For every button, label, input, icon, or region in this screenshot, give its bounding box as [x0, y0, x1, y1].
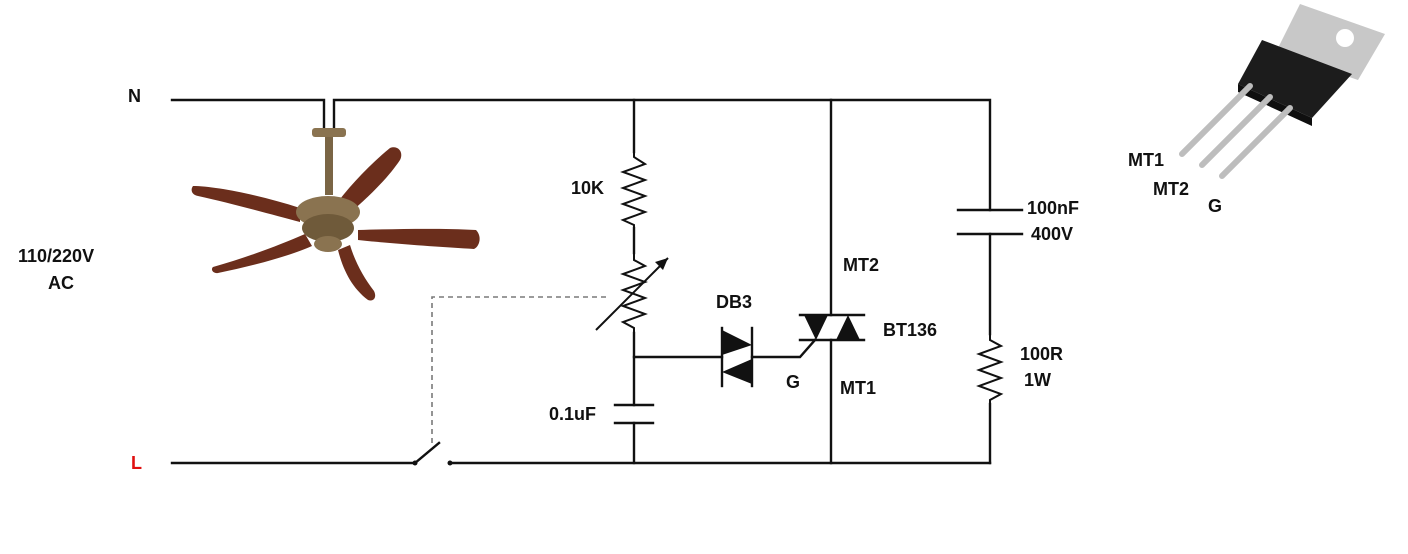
label-diac: DB3: [716, 292, 752, 312]
neutral-wire: [170, 98, 326, 130]
label-pin-mt1: MT1: [1128, 150, 1164, 170]
capacitor-snubber: [956, 208, 1024, 236]
label-supply-type: AC: [48, 273, 74, 293]
resistor-10k: [620, 152, 648, 228]
ceiling-fan-icon: [191, 128, 480, 301]
label-pin-g: G: [1208, 196, 1222, 216]
label-line: L: [131, 453, 142, 473]
capacitor-timing: [613, 403, 655, 425]
label-pin-mt2: MT2: [1153, 179, 1189, 199]
label-snubber-cap-value: 100nF: [1027, 198, 1079, 218]
label-triac-part: BT136: [883, 320, 937, 340]
neutral-bus: [332, 98, 992, 212]
circuit-wiring: [170, 98, 992, 465]
to220-package-icon: [1179, 4, 1385, 179]
label-resistor-10k: 10K: [571, 178, 604, 198]
resistor-snubber: [976, 334, 1004, 404]
label-triac-mt1: MT1: [840, 378, 876, 398]
label-gate: G: [786, 372, 800, 392]
label-capacitor-timing: 0.1uF: [549, 404, 596, 424]
label-snubber-cap-voltage: 400V: [1031, 224, 1073, 244]
switch-linkage: [431, 296, 608, 443]
label-snubber-res-value: 100R: [1020, 344, 1063, 364]
label-neutral: N: [128, 86, 141, 106]
label-snubber-res-power: 1W: [1024, 370, 1051, 390]
power-switch: [412, 296, 608, 466]
label-supply-voltage: 110/220V: [18, 246, 94, 266]
triac-bt136: [798, 313, 866, 342]
label-triac-mt2: MT2: [843, 255, 879, 275]
diac-db3: [720, 326, 754, 388]
diagram-labels: N L 110/220V AC 10K 0.1uF DB3 G MT2 MT1 …: [18, 86, 1222, 473]
potentiometer: [595, 253, 669, 333]
